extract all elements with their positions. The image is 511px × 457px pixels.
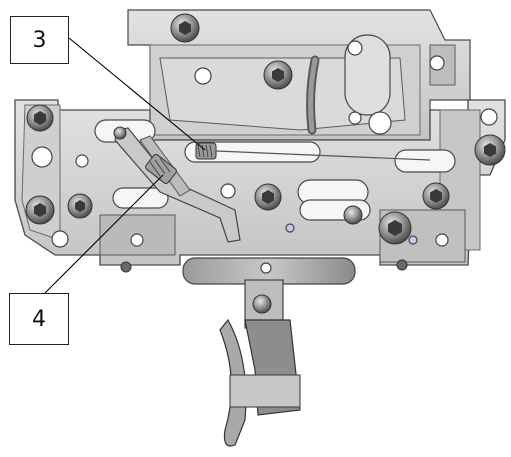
callout-text: 3 [32,27,47,53]
screws [25,13,506,314]
screw-icon [263,60,293,90]
leader-line-4 [44,174,164,294]
screw-icon [474,134,506,166]
holes [31,40,498,274]
callout-text: 4 [32,306,46,332]
trigger-assembly [182,257,356,447]
screw-icon [170,13,200,43]
spring-part-4 [145,153,177,185]
screw-icon [67,193,93,219]
screw-icon [26,104,54,132]
screw-icon [25,195,55,225]
screw-icon [422,182,450,210]
upper-rod [306,55,320,135]
leader-lines [44,37,206,294]
callout-label-4: 4 [9,293,69,345]
screw-icon [343,205,363,225]
leader-line-3 [68,37,206,151]
screw-icon [252,294,272,314]
screw-icon [254,183,282,211]
screw-icon [120,261,132,273]
screw-icon [396,259,408,271]
screw-icon [113,126,127,140]
screw-icon [378,211,412,245]
callout-label-3: 3 [10,16,69,64]
